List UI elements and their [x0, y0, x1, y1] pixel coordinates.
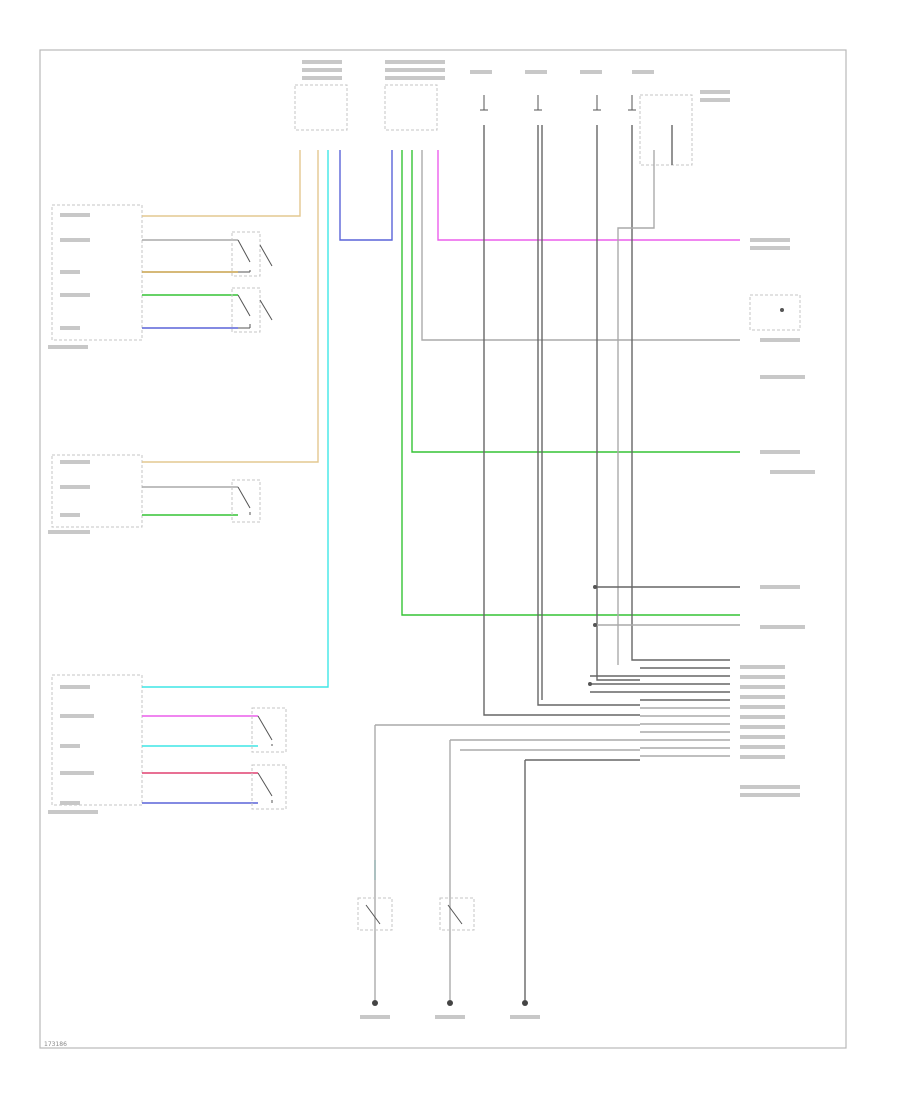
- splice-dots: [588, 308, 784, 686]
- lower-switches: [357, 897, 475, 931]
- connector-block-a: [294, 84, 348, 131]
- fuse-feeds: [483, 125, 673, 716]
- driver-door-switches: [231, 231, 273, 333]
- passenger-door-wires: [142, 150, 319, 516]
- page-label: 173186: [44, 1041, 67, 1048]
- fuse-symbols: [480, 95, 636, 111]
- transfer-case-relay-box: [639, 94, 693, 166]
- passenger-door-module-box: [51, 454, 143, 528]
- ground-points: [372, 1000, 528, 1006]
- liftgate-switches: [251, 707, 287, 810]
- illegible-labels: [48, 60, 815, 1019]
- harness-wires: [339, 150, 740, 616]
- passenger-door-switch: [231, 479, 261, 523]
- instrument-cluster-box: [749, 294, 801, 331]
- liftgate-wires: [142, 150, 329, 804]
- connector-block-b: [384, 84, 438, 131]
- liftgate-module-box: [51, 674, 143, 806]
- lower-switch-drops: [374, 724, 640, 1000]
- control-module-bus: [590, 586, 740, 757]
- driver-door-wires: [142, 150, 301, 329]
- diagram-frame: [39, 49, 847, 1049]
